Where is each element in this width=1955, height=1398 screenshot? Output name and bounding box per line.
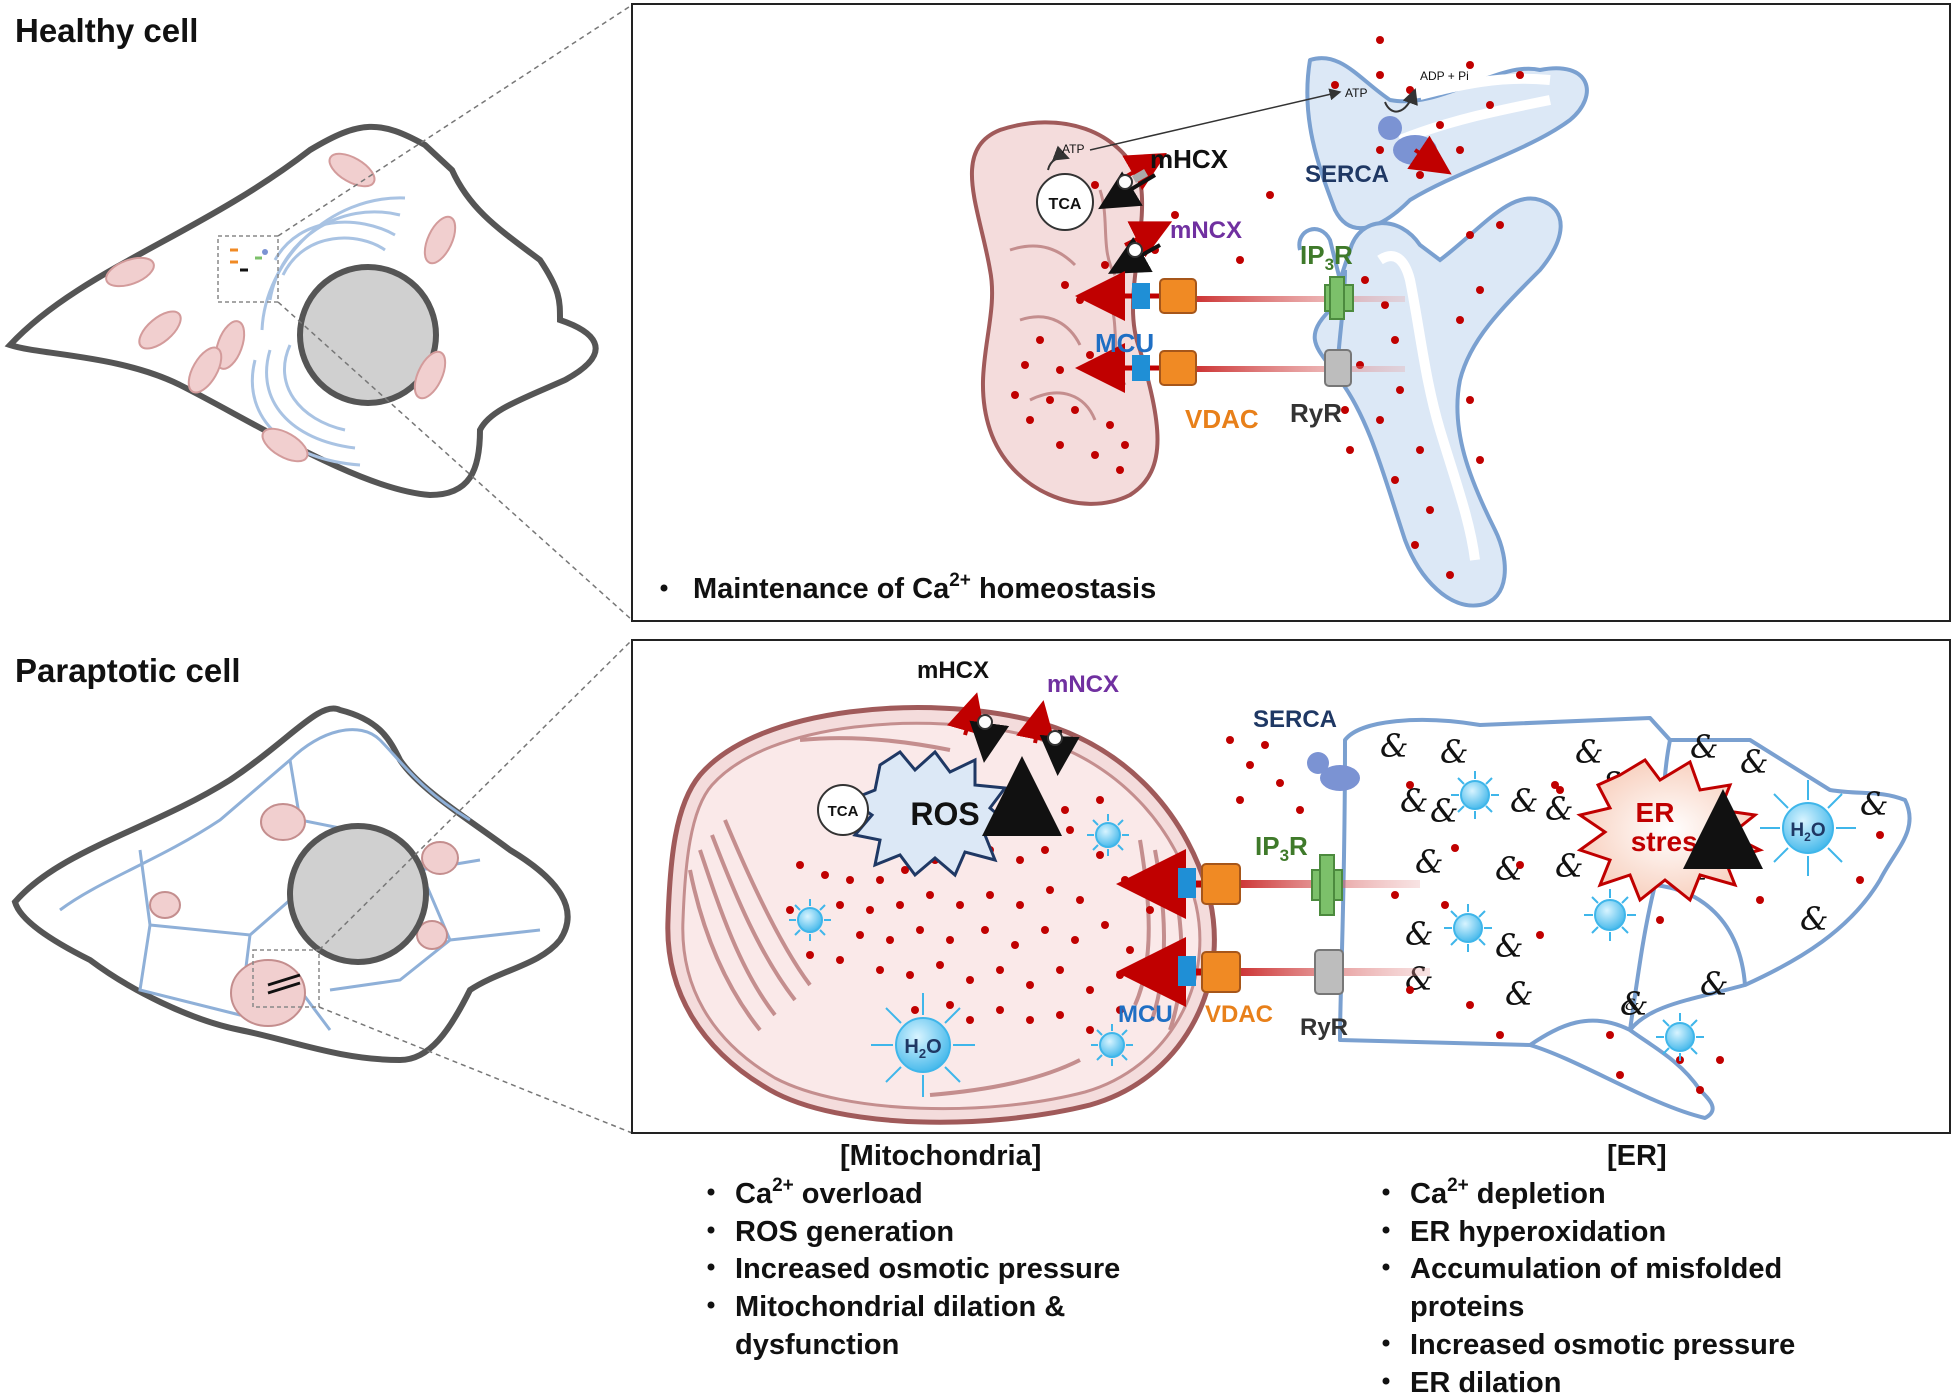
healthy-ip3r-label: IP3R xyxy=(1300,240,1353,274)
paraptotic-ip3r-label: IP3R xyxy=(1255,831,1308,865)
er-heading: [ER] xyxy=(1607,1140,1667,1172)
er-bullet-1: Ca2+ depletion xyxy=(1410,1175,1606,1210)
mito-bullet-4: Mitochondrial dilation & xyxy=(735,1291,1065,1323)
healthy-ryr-label: RyR xyxy=(1290,398,1342,428)
er-bullet-2: ER hyperoxidation xyxy=(1410,1216,1666,1248)
paraptotic-exchangers xyxy=(946,692,1080,776)
er-bullet-3-cont: proteins xyxy=(1410,1291,1524,1323)
svg-text:&: & xyxy=(1400,782,1428,820)
er-bullet-4: Increased osmotic pressure xyxy=(1410,1329,1795,1361)
paraptotic-mitochondrion xyxy=(665,705,1217,1125)
er-bullet-5: ER dilation xyxy=(1410,1367,1561,1398)
healthy-mhcx-label: mHCX xyxy=(1150,144,1229,174)
paraptotic-vdac-label: VDAC xyxy=(1205,1001,1273,1028)
svg-text:&: & xyxy=(1415,843,1443,881)
svg-text:&: & xyxy=(1495,850,1523,888)
er-bullet-list: Ca2+ depletion ER hyperoxidation Accumul… xyxy=(1382,1175,1795,1398)
healthy-mncx-label: mNCX xyxy=(1170,217,1242,244)
svg-text:&: & xyxy=(1495,927,1523,965)
healthy-serca-pump xyxy=(1378,116,1452,175)
paraptotic-er-calcium xyxy=(1391,781,1884,1094)
healthy-mcu-label: MCU xyxy=(1095,328,1154,358)
paraptotic-ryr-label: RyR xyxy=(1300,1014,1348,1041)
healthy-mncx-exchanger xyxy=(1108,221,1173,274)
healthy-cell-title: Healthy cell xyxy=(15,12,198,49)
healthy-channel-row-2 xyxy=(1075,343,1405,393)
svg-text:&: & xyxy=(1740,743,1768,781)
svg-text:&: & xyxy=(1800,900,1828,938)
healthy-channel-row-1 xyxy=(1075,271,1405,321)
svg-text:&: & xyxy=(1505,975,1533,1013)
svg-text:&: & xyxy=(1405,915,1433,953)
paraptotic-serca-pump xyxy=(1307,752,1360,791)
svg-text:&: & xyxy=(1555,847,1583,885)
mitochondria-heading: [Mitochondria] xyxy=(840,1140,1041,1172)
paraptotic-nucleus xyxy=(287,823,429,965)
mito-bullet-3: Increased osmotic pressure xyxy=(735,1253,1120,1285)
svg-text:&: & xyxy=(1380,727,1408,765)
paraptotic-cell-title: Paraptotic cell xyxy=(15,652,241,689)
paraptotic-mcu-label: MCU xyxy=(1118,1001,1173,1028)
svg-text:&: & xyxy=(1690,728,1718,766)
paraptotic-channel-row-1 xyxy=(1116,849,1420,919)
h2o-label-er: H2O xyxy=(1790,820,1825,844)
svg-text:&: & xyxy=(1620,985,1648,1023)
mito-bullet-2: ROS generation xyxy=(735,1216,954,1248)
svg-text:&: & xyxy=(1440,733,1468,771)
healthy-atp-mito: ATP xyxy=(1062,142,1084,156)
healthy-nucleus xyxy=(297,264,439,406)
er-stress-label-1: ER xyxy=(1636,797,1675,828)
svg-text:&: & xyxy=(1545,790,1573,828)
healthy-summary-bullet: Maintenance of Ca2+ homeostasis xyxy=(693,570,1156,605)
paraptotic-channel-row-2 xyxy=(1116,937,1430,1007)
paraptotic-cell-overview xyxy=(11,705,571,1064)
paraptotic-serca-label: SERCA xyxy=(1253,706,1337,733)
mito-bullet-4-cont: dysfunction xyxy=(735,1329,899,1361)
svg-text:&: & xyxy=(1700,965,1728,1003)
svg-text:&: & xyxy=(1430,792,1458,830)
healthy-serca-atp: ATP xyxy=(1345,86,1367,100)
svg-text:&: & xyxy=(1625,995,1639,1014)
paraptotic-tca-cycle xyxy=(817,784,869,836)
healthy-mhcx-exchanger xyxy=(1098,153,1167,210)
paraptotic-mhcx-label: mHCX xyxy=(917,657,989,684)
er-stress-label-2: stress xyxy=(1631,826,1714,857)
ros-label: ROS xyxy=(910,796,979,832)
er-bullet-3: Accumulation of misfolded xyxy=(1410,1253,1782,1285)
healthy-tca-label: TCA xyxy=(1049,196,1082,213)
h2o-label-mito: H2O xyxy=(904,1036,941,1061)
healthy-serca-adp: ADP + Pi xyxy=(1420,69,1469,83)
water-molecules xyxy=(789,771,1856,1097)
svg-text:&: & xyxy=(1510,782,1538,820)
svg-text:&: & xyxy=(1860,785,1888,823)
healthy-detail-panel xyxy=(631,3,1951,622)
mito-bullet-1: Ca2+ overload xyxy=(735,1175,923,1210)
paraptotic-tca-label: TCA xyxy=(828,803,859,820)
svg-text:&: & xyxy=(1575,733,1603,771)
paraptotic-zoom-box xyxy=(252,949,320,1008)
ros-burst xyxy=(846,749,1013,878)
healthy-cell-overview xyxy=(4,123,599,499)
paraptotic-mncx-label: mNCX xyxy=(1047,671,1119,698)
healthy-vdac-label: VDAC xyxy=(1185,404,1259,434)
healthy-zoom-box xyxy=(217,235,279,303)
mitochondria-bullet-list: Ca2+ overload ROS generation Increased o… xyxy=(707,1175,1120,1361)
healthy-tca-cycle xyxy=(1036,173,1094,231)
healthy-serca-label: SERCA xyxy=(1305,161,1389,188)
